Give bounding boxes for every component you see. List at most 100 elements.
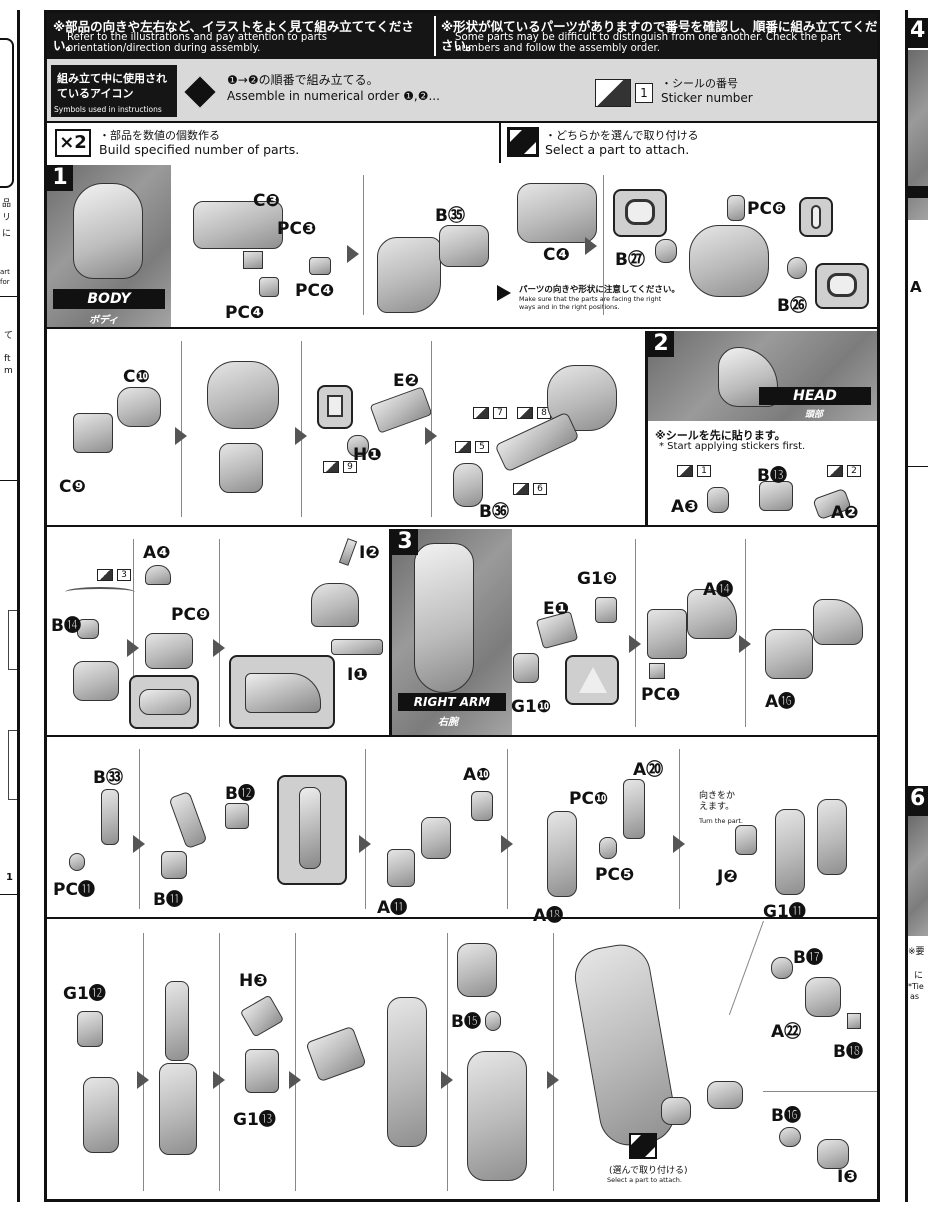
- left-page-text: リ: [2, 213, 12, 223]
- part-label: B㉟: [435, 206, 465, 226]
- arm-reference-panel: RIGHT ARM 右腕: [392, 529, 512, 735]
- part-label: PC❹: [225, 303, 265, 323]
- part-label: A❸: [671, 497, 699, 517]
- part-label: B⓯: [451, 1012, 481, 1032]
- order-diamond-icon: [184, 76, 216, 108]
- legend-title-jp: 組み立て中に使用されているアイコン: [57, 72, 167, 100]
- legend-select-jp: ・どちらかを選んで取り付ける: [545, 129, 699, 142]
- part-label: G1⓬: [63, 984, 106, 1004]
- detail-box: [815, 263, 869, 309]
- step-arrow: [347, 245, 359, 263]
- left-page-text: に: [2, 229, 12, 239]
- head-badge: HEAD: [759, 387, 871, 405]
- e2-part: [369, 386, 433, 434]
- head-reference-panel: [648, 331, 877, 421]
- part-label: A⑳: [633, 760, 664, 780]
- c10-part: [117, 387, 161, 427]
- part-label: G1❿: [511, 697, 552, 717]
- part-label: G1⓫: [763, 902, 806, 922]
- right-adjacent-page: 4 A 6 ※要 に *Tie as: [905, 10, 928, 1202]
- right-divider: [908, 466, 928, 467]
- pc11-part: [69, 853, 85, 871]
- part-label: A❹: [143, 543, 171, 563]
- select-part-jp: (選んで取り付ける): [609, 1166, 688, 1176]
- legend-title-en: Symbols used in instructions: [54, 105, 162, 114]
- part-label: E❷: [393, 371, 420, 391]
- b15-part: [485, 1011, 501, 1031]
- step2-divider: [645, 331, 648, 525]
- step1-number: 1: [47, 165, 73, 191]
- left-page-text: art: [0, 268, 10, 276]
- legend-divider-v: [499, 123, 501, 163]
- step-arrow: [441, 1071, 453, 1089]
- left-page-text: m: [4, 366, 13, 376]
- part-label: PC❻: [747, 199, 787, 219]
- g113-part: [245, 1049, 279, 1093]
- pc1-part: [649, 663, 665, 679]
- legend-multiply-en: Build specified number of parts.: [99, 142, 300, 157]
- h3-part: [239, 994, 285, 1038]
- notice-right-en: Some parts may be difficult to distingui…: [455, 32, 842, 54]
- sticker-icon: [827, 465, 843, 477]
- pc-part: [243, 251, 263, 269]
- b16-part: [779, 1127, 801, 1147]
- part-label: G1⓭: [233, 1110, 276, 1130]
- detail-box: [613, 189, 667, 237]
- step3-row-e: G1⓬ H❸ G1⓭ B⓯ (選んで取り付ける) Select a part t…: [47, 920, 877, 1199]
- a14-part: [687, 589, 737, 639]
- step-arrow: [501, 835, 513, 853]
- legend-order-jp: ❶→❷の順番で組み立てる。: [227, 73, 379, 87]
- arm-assembly: [159, 1063, 197, 1155]
- head-note-en: * Start applying stickers first.: [659, 441, 806, 452]
- right-note: ※要: [908, 947, 925, 957]
- part-label: A⓲: [533, 906, 564, 926]
- body-badge: BODY: [53, 289, 165, 309]
- legend-divider: [47, 121, 877, 123]
- sticker-icon: [517, 407, 533, 419]
- upper-arm: [165, 981, 189, 1061]
- part-label: B⓮: [51, 616, 81, 636]
- right-reference-panel: [908, 50, 928, 220]
- sticker-number: 3: [117, 569, 131, 581]
- part-label: PC⓫: [53, 880, 95, 900]
- step-arrow: [213, 639, 225, 657]
- legend-select-en: Select a part to attach.: [545, 142, 690, 157]
- h1-part: [347, 435, 369, 457]
- b17-part: [771, 957, 793, 979]
- part-label: PC❿: [569, 789, 609, 809]
- right-note: に: [914, 971, 924, 981]
- turn-part-en: Turn the part.: [699, 817, 743, 825]
- forearm-part: [765, 629, 813, 679]
- detail-box: [277, 775, 347, 885]
- body-badge-jp: ボディ: [89, 315, 119, 326]
- detail-box: [799, 197, 833, 237]
- sticker-icon: [323, 461, 339, 473]
- part-label: G1❾: [577, 569, 618, 589]
- part-label: B㉗: [615, 250, 645, 270]
- shoulder-part: [457, 943, 497, 997]
- head-note-jp: ※シールを先に貼ります。: [655, 429, 786, 442]
- g110-part: [513, 653, 539, 683]
- legend: 組み立て中に使用されているアイコン Symbols used in instru…: [47, 59, 877, 163]
- b27-part: [655, 239, 677, 263]
- part-label: A⓮: [703, 580, 734, 600]
- left-illustration: [8, 610, 17, 670]
- a3-part: [707, 487, 729, 513]
- left-divider: [0, 480, 17, 481]
- step-arrow: [295, 427, 307, 445]
- arm-badge: RIGHT ARM: [398, 693, 506, 711]
- detail-box: [317, 385, 353, 429]
- arm-assembly: [83, 1077, 119, 1153]
- instruction-sheet: ※部品の向きや左右など、イラストをよく見て組み立ててください。 Refer to…: [44, 10, 880, 1202]
- notice-left-en: Refer to the illustrations and pay atten…: [67, 32, 328, 54]
- caution-jp: パーツの向きや形状に注意してください。: [519, 285, 680, 295]
- step-arrow: [425, 427, 437, 445]
- a18-part: [547, 811, 577, 897]
- part-label: PC❾: [171, 605, 211, 625]
- step3-number: 3: [392, 529, 418, 555]
- left-page-text: 品: [2, 199, 12, 209]
- step2-number: 2: [648, 331, 674, 357]
- step-arrow: [673, 835, 685, 853]
- c9-part: [73, 413, 113, 453]
- body-part-b35: [377, 237, 441, 313]
